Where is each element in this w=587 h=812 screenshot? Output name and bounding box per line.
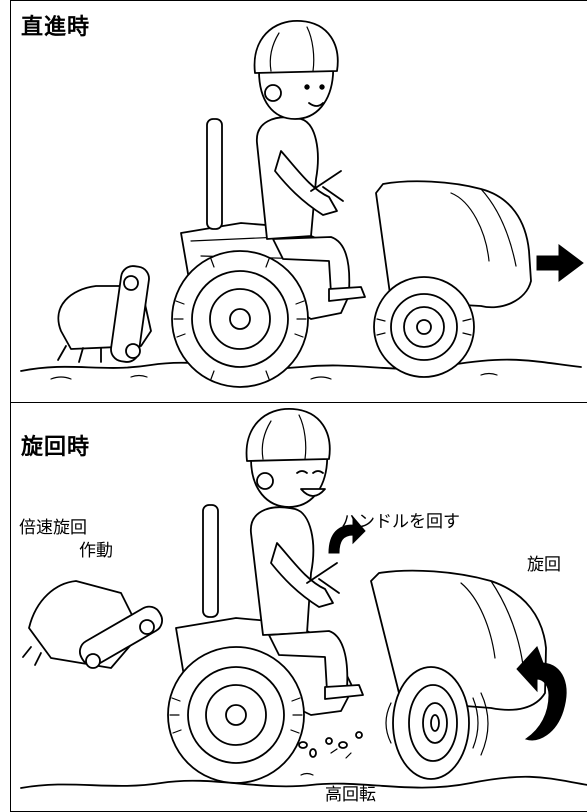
- panel-title-straight: 直進時: [21, 15, 91, 40]
- flying-dirt: [298, 731, 363, 776]
- tractor-turning-illustration: [20, 408, 587, 789]
- front-wheel: [373, 276, 475, 378]
- tiller-arm: [110, 265, 150, 363]
- rollbar: [202, 504, 219, 618]
- label-turn: 旋回: [527, 555, 561, 575]
- turn-arrow: [516, 646, 567, 741]
- tractor-hood: [375, 180, 532, 309]
- label-turn-handle: ハンドルを回す: [341, 512, 460, 532]
- rollbar: [206, 118, 223, 230]
- panel-turning: 旋回時: [10, 403, 587, 812]
- forward-arrow: [536, 244, 584, 282]
- panel-title-turning: 旋回時: [21, 435, 91, 460]
- ground-line: [20, 775, 587, 789]
- tractor-straight-illustration: [20, 20, 584, 388]
- label-double-speed-turn: 倍速旋回: [19, 518, 87, 538]
- label-activated: 作動: [79, 541, 113, 561]
- handle-rotate-arrow: [328, 515, 366, 554]
- panel-straight: 直進時: [10, 0, 587, 403]
- driver-turning: [245, 408, 364, 700]
- rear-wheel: [171, 250, 309, 388]
- ground-line: [20, 358, 582, 372]
- rear-wheel: [167, 646, 305, 784]
- front-wheel-turned: [385, 666, 489, 780]
- driver-straight: [253, 20, 366, 302]
- label-high-rotation: 高回転: [325, 785, 376, 805]
